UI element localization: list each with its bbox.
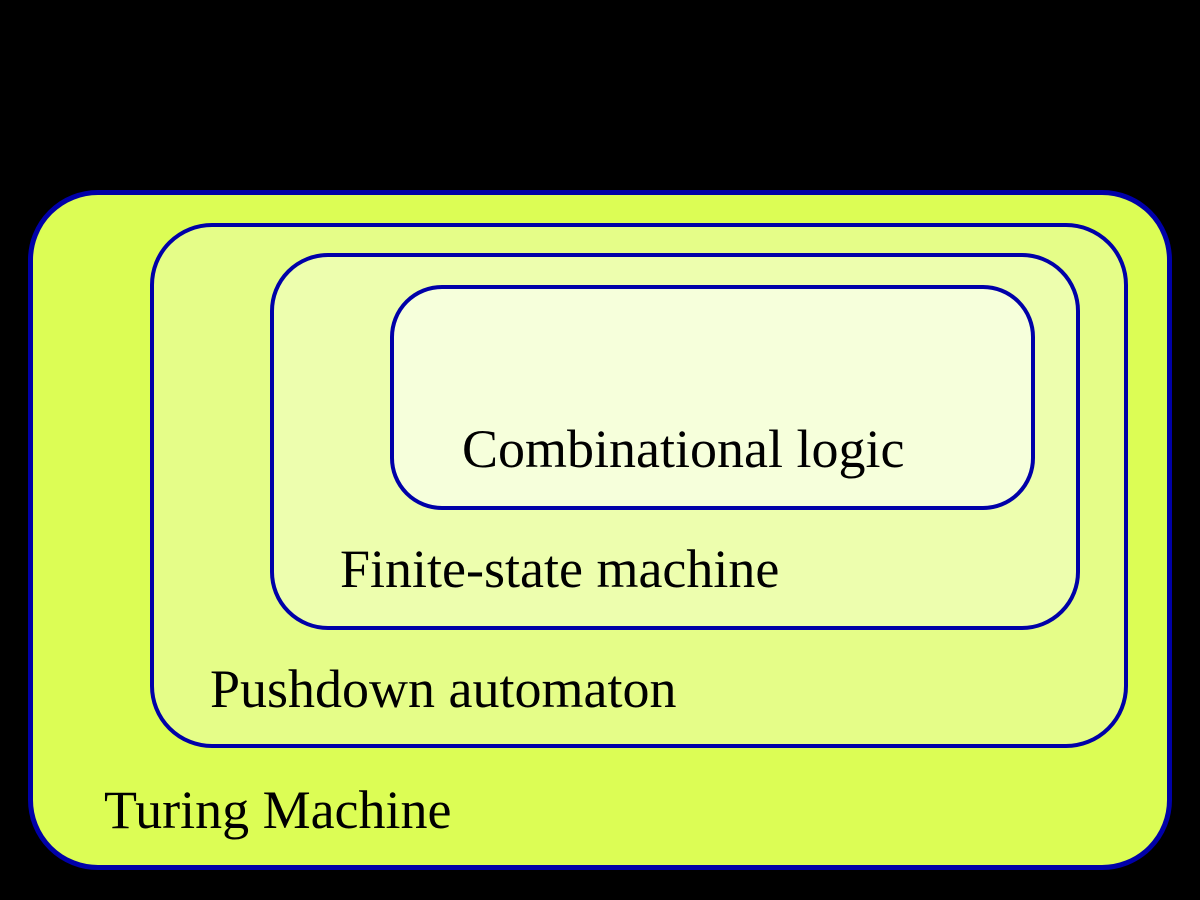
set-combinational-logic [390, 285, 1035, 510]
pushdown-automaton-label: Pushdown automaton [210, 659, 677, 719]
combinational-logic-label: Combinational logic [462, 419, 905, 479]
finite-state-machine-label: Finite-state machine [340, 539, 780, 599]
turing-machine-label: Turing Machine [104, 780, 452, 840]
